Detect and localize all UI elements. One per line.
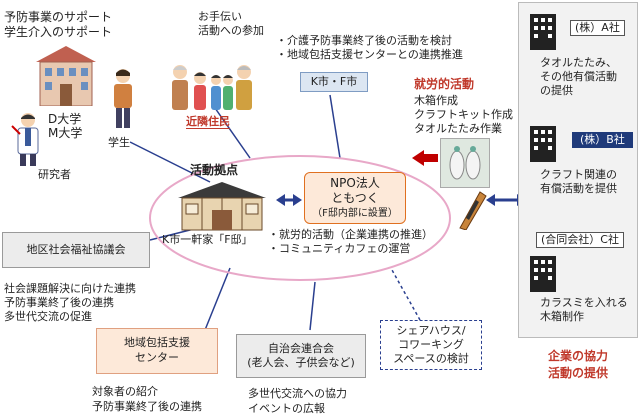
company-a-desc-2: その他有償活動: [540, 70, 617, 83]
npo-line-2: ともつく: [331, 191, 379, 205]
employment-item-1: 木箱作成: [414, 94, 458, 107]
company-footer: 企業の協力 活動の提供: [548, 348, 608, 382]
welfare-desc: 社会課題解決に向けた連携 予防事業終了後の連携 多世代交流の促進: [4, 282, 136, 324]
connector-comprehensive: [204, 267, 231, 331]
company-b-building-icon: [530, 126, 556, 162]
company-c-building-icon: [530, 256, 556, 292]
activity-ellipse: [149, 155, 451, 281]
student-icon: [114, 69, 132, 128]
npo-line-3: （F邸内部に設置）: [312, 208, 398, 219]
company-arrow-left: [486, 194, 495, 206]
company-footer-line-2: 活動の提供: [548, 366, 609, 380]
employment-item-3: タオルたたみ作業: [414, 122, 502, 135]
comprehensive-desc: 対象者の紹介 予防事業終了後の連携: [92, 384, 202, 414]
company-b-desc-2: 有償活動を提供: [540, 182, 617, 195]
neighbors-group-icon: [172, 65, 252, 110]
share-house-line-3: スペースの検討: [393, 352, 469, 365]
top-center-bullet-2: ・地域包括支援センターとの連携推進: [276, 48, 463, 61]
comprehensive-title-1: 地域包括支援: [124, 336, 190, 349]
support-heading-line-2: 学生介入のサポート: [4, 25, 113, 39]
product-arrow: [412, 150, 438, 166]
council-desc-1: 多世代交流への協力: [248, 387, 347, 400]
npo-line-1: NPO法人: [330, 176, 380, 190]
employment-title: 就労的活動: [414, 77, 475, 91]
council-box: 自治会連合会 (老人会、子供会など): [236, 334, 366, 378]
company-footer-line-1: 企業の協力: [548, 349, 609, 363]
welfare-desc-3: 多世代交流の促進: [4, 310, 92, 323]
university-building-icon: [36, 46, 96, 106]
welfare-desc-1: 社会課題解決に向けた連携: [4, 282, 136, 295]
employment-item-2: クラフトキット作成: [414, 108, 513, 121]
connector-council: [309, 281, 316, 331]
top-center-bullets: ・介護予防事業終了後の活動を検討 ・地域包括支援センターとの連携推進: [276, 34, 463, 62]
comprehensive-title-2: センター: [135, 351, 179, 364]
company-a-desc-1: タオルたたみ、: [540, 56, 617, 69]
base-title: 活動拠点: [190, 163, 239, 177]
company-a-building-icon: [530, 14, 556, 50]
share-house-line-1: シェアハウス/: [396, 324, 466, 337]
researcher-label: 研究者: [38, 168, 71, 181]
connector-neighbors: [214, 107, 251, 159]
researcher-icon: [11, 113, 39, 166]
university-label: D大学 M大学: [48, 112, 83, 140]
welfare-council-box: 地区社会福祉協議会: [2, 232, 150, 268]
neighbors-label: 近隣住民: [186, 115, 230, 129]
house-caption: K市一軒家「F邸」: [162, 233, 253, 246]
company-b-desc: クラフト関連の 有償活動を提供: [540, 168, 617, 196]
council-desc: 多世代交流への協力 イベントの広報: [248, 386, 347, 416]
city-label: K市・F市: [300, 72, 368, 92]
company-a-desc: タオルたたみ、 その他有償活動 の提供: [540, 56, 617, 98]
house-icon: [178, 182, 266, 231]
student-label: 学生: [108, 136, 130, 149]
craft-kit-image: [440, 138, 490, 188]
company-b-name: (株）B社: [572, 132, 633, 148]
comprehensive-desc-1: 対象者の紹介: [92, 385, 158, 398]
share-house-line-2: コワーキング: [398, 338, 464, 351]
connector-university: [129, 141, 211, 183]
connector-sharehouse: [391, 269, 421, 321]
comprehensive-center-box: 地域包括支援 センター: [96, 328, 218, 374]
company-c-desc-2: 木箱制作: [540, 310, 584, 323]
connector-city: [329, 94, 341, 159]
company-b-desc-1: クラフト関連の: [540, 168, 617, 181]
top-center-bullet-1: ・介護予防事業終了後の活動を検討: [276, 34, 452, 47]
comprehensive-desc-2: 予防事業終了後の連携: [92, 400, 202, 413]
council-desc-2: イベントの広報: [248, 402, 325, 415]
center-bullets: ・就労的活動（企業連携の推進） ・コミュニティカフェの運営: [268, 228, 433, 256]
council-title-1: 自治会連合会: [268, 342, 334, 355]
center-bullet-2: ・コミュニティカフェの運営: [268, 242, 411, 255]
neighbors-help-line-2: 活動への参加: [198, 24, 264, 37]
share-house-box: シェアハウス/ コワーキング スペースの検討: [380, 320, 482, 370]
house-npo-arrow-right: [293, 194, 302, 206]
company-a-desc-3: の提供: [540, 84, 573, 97]
house-npo-arrow-left: [276, 194, 285, 206]
welfare-desc-2: 予防事業終了後の連携: [4, 296, 114, 309]
company-a-name: (株）A社: [570, 20, 625, 36]
employment-items: 木箱作成 クラフトキット作成 タオルたたみ作業: [414, 94, 513, 136]
support-heading-line-1: 予防事業のサポート: [4, 10, 113, 24]
council-title-2: (老人会、子供会など): [247, 356, 355, 369]
support-heading: 予防事業のサポート 学生介入のサポート: [4, 10, 112, 40]
company-c-desc: カラスミを入れる 木箱制作: [540, 296, 628, 324]
wooden-box-image: [452, 190, 488, 231]
company-c-desc-1: カラスミを入れる: [540, 296, 628, 309]
npo-box: NPO法人 ともつく （F邸内部に設置）: [304, 172, 406, 224]
neighbors-help-line-1: お手伝い: [198, 10, 242, 23]
neighbors-help: お手伝い 活動への参加: [198, 10, 264, 38]
center-bullet-1: ・就労的活動（企業連携の推進）: [268, 228, 433, 241]
company-c-name: (合同会社）C社: [536, 232, 624, 248]
